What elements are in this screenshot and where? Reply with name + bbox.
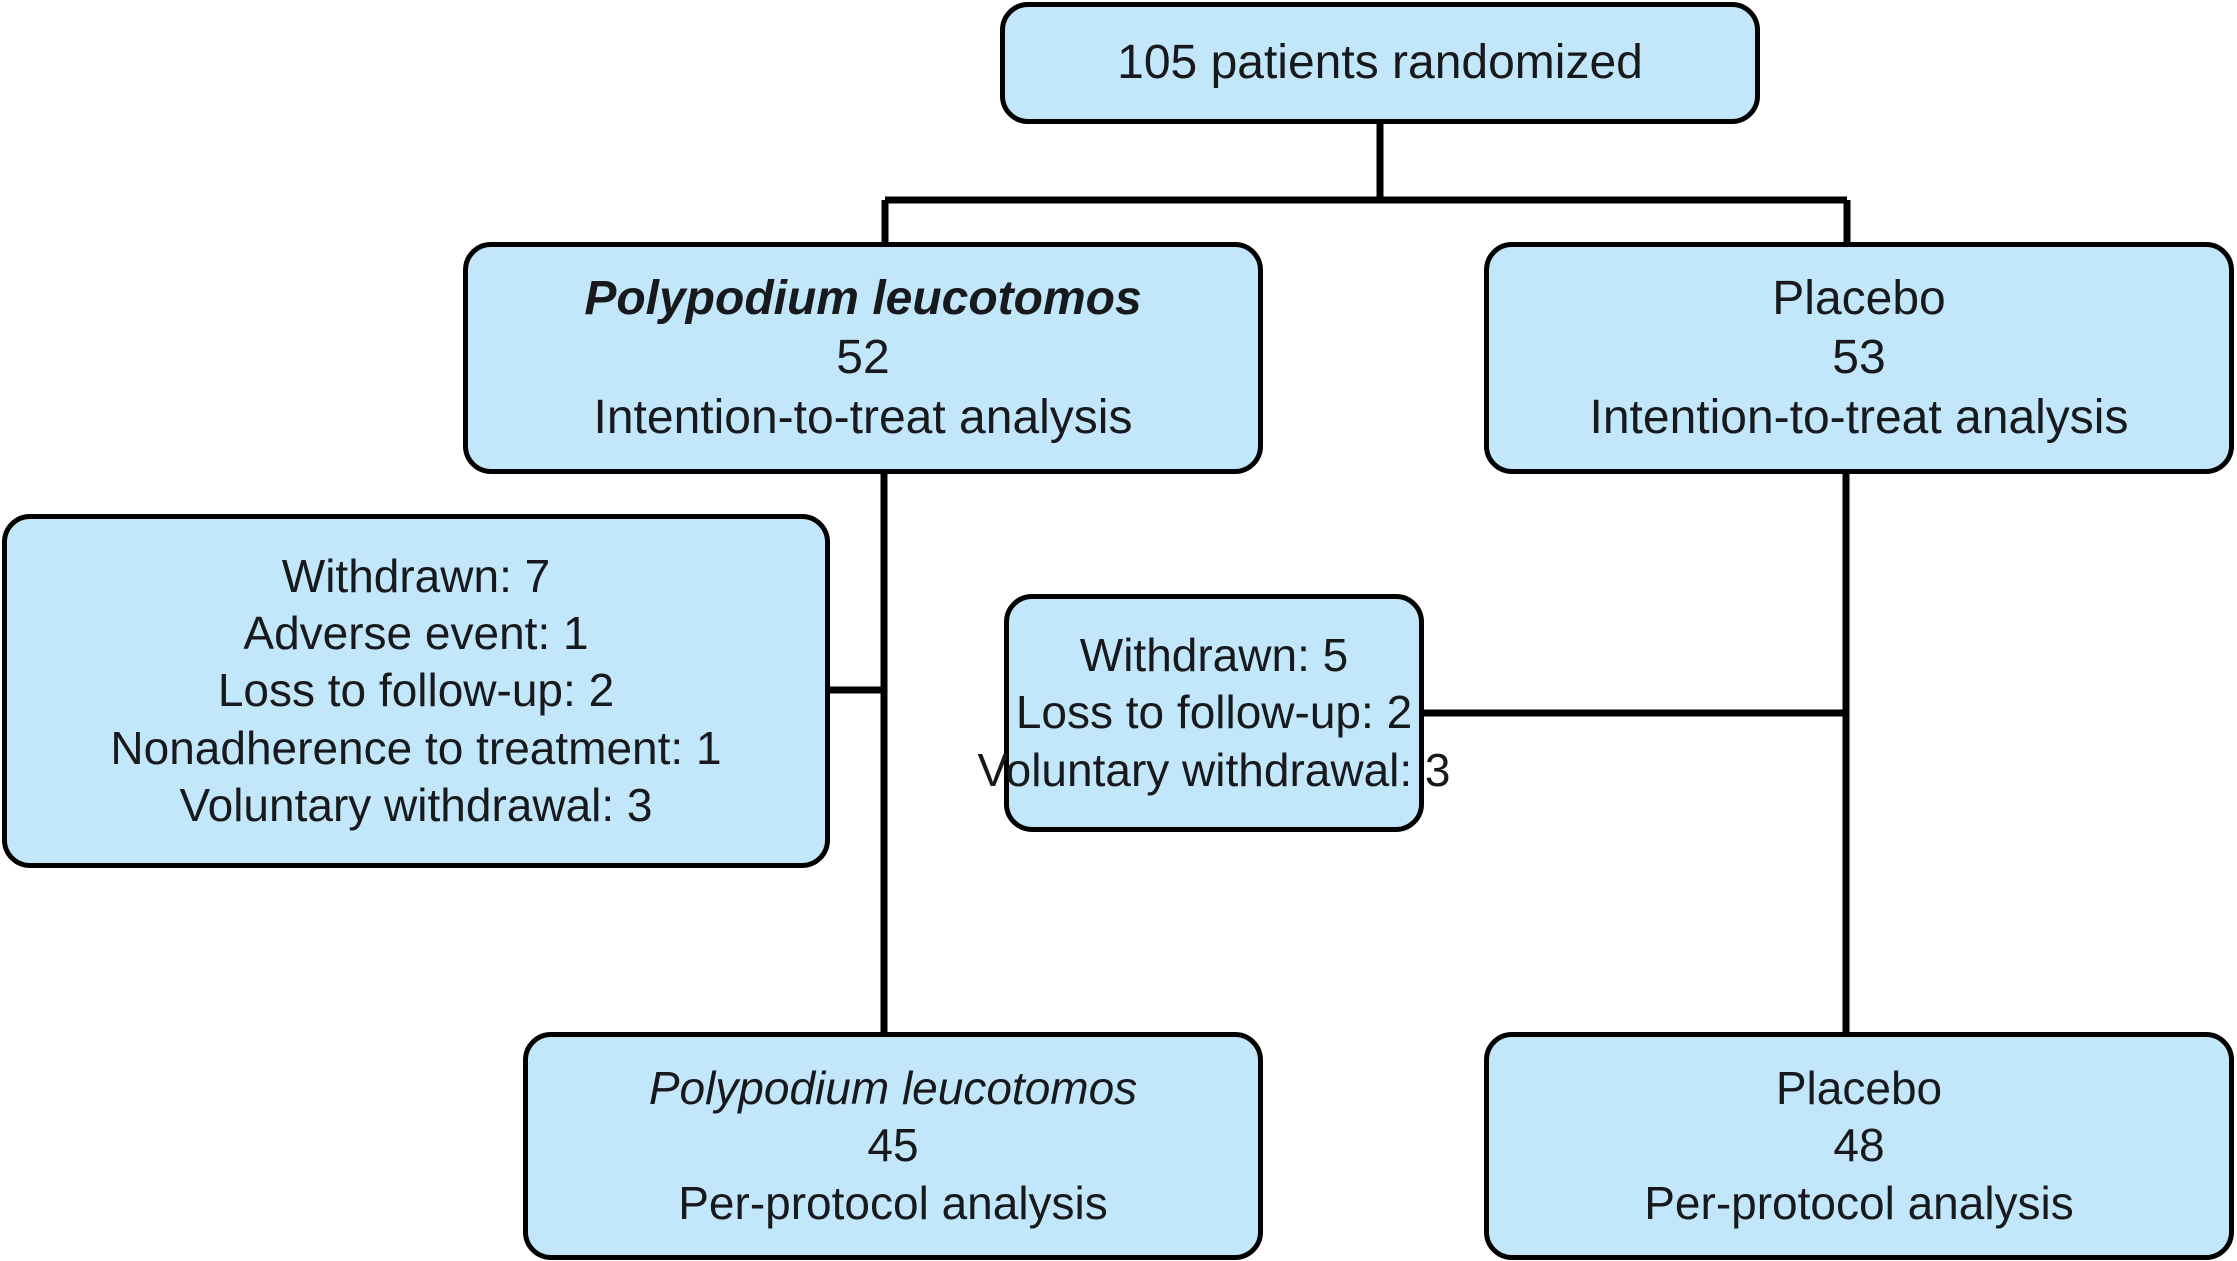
itt-treatment-analysis: Intention-to-treat analysis <box>593 390 1133 444</box>
withdrawn-treatment-reason: Nonadherence to treatment: 1 <box>110 721 722 774</box>
itt-placebo-count: 53 <box>1832 331 1886 385</box>
withdrawn-placebo-reason: Voluntary withdrawal: 3 <box>977 743 1451 796</box>
node-itt-placebo: Placebo 53 Intention-to-treat analysis <box>1484 242 2234 474</box>
node-pp-treatment: Polypodium leucotomos 45 Per-protocol an… <box>523 1032 1263 1260</box>
withdrawn-placebo-heading: Withdrawn: 5 <box>1079 629 1349 682</box>
withdrawn-treatment-reason: Adverse event: 1 <box>243 607 589 660</box>
node-pp-placebo: Placebo 48 Per-protocol analysis <box>1484 1032 2234 1260</box>
withdrawn-treatment-reason: Voluntary withdrawal: 3 <box>179 778 653 831</box>
node-randomized: 105 patients randomized <box>1000 2 1760 124</box>
itt-placebo-group: Placebo <box>1772 271 1946 325</box>
withdrawn-treatment-heading: Withdrawn: 7 <box>281 550 551 603</box>
withdrawn-placebo-reason: Loss to follow-up: 2 <box>1015 686 1413 739</box>
pp-treatment-count: 45 <box>867 1119 919 1172</box>
pp-placebo-count: 48 <box>1833 1119 1885 1172</box>
node-withdrawn-treatment: Withdrawn: 7 Adverse event: 1 Loss to fo… <box>2 514 830 868</box>
pp-placebo-analysis: Per-protocol analysis <box>1644 1176 2074 1229</box>
pp-treatment-group: Polypodium leucotomos <box>648 1062 1138 1115</box>
pp-treatment-analysis: Per-protocol analysis <box>678 1176 1108 1229</box>
pp-placebo-group: Placebo <box>1775 1062 1943 1115</box>
itt-treatment-group: Polypodium leucotomos <box>584 271 1142 325</box>
itt-placebo-analysis: Intention-to-treat analysis <box>1589 390 2129 444</box>
randomized-title: 105 patients randomized <box>1117 36 1643 90</box>
node-withdrawn-placebo: Withdrawn: 5 Loss to follow-up: 2 Volunt… <box>977 594 1451 832</box>
itt-treatment-count: 52 <box>836 331 890 385</box>
node-itt-treatment: Polypodium leucotomos 52 Intention-to-tr… <box>463 242 1263 474</box>
withdrawn-treatment-reason: Loss to follow-up: 2 <box>217 664 615 717</box>
